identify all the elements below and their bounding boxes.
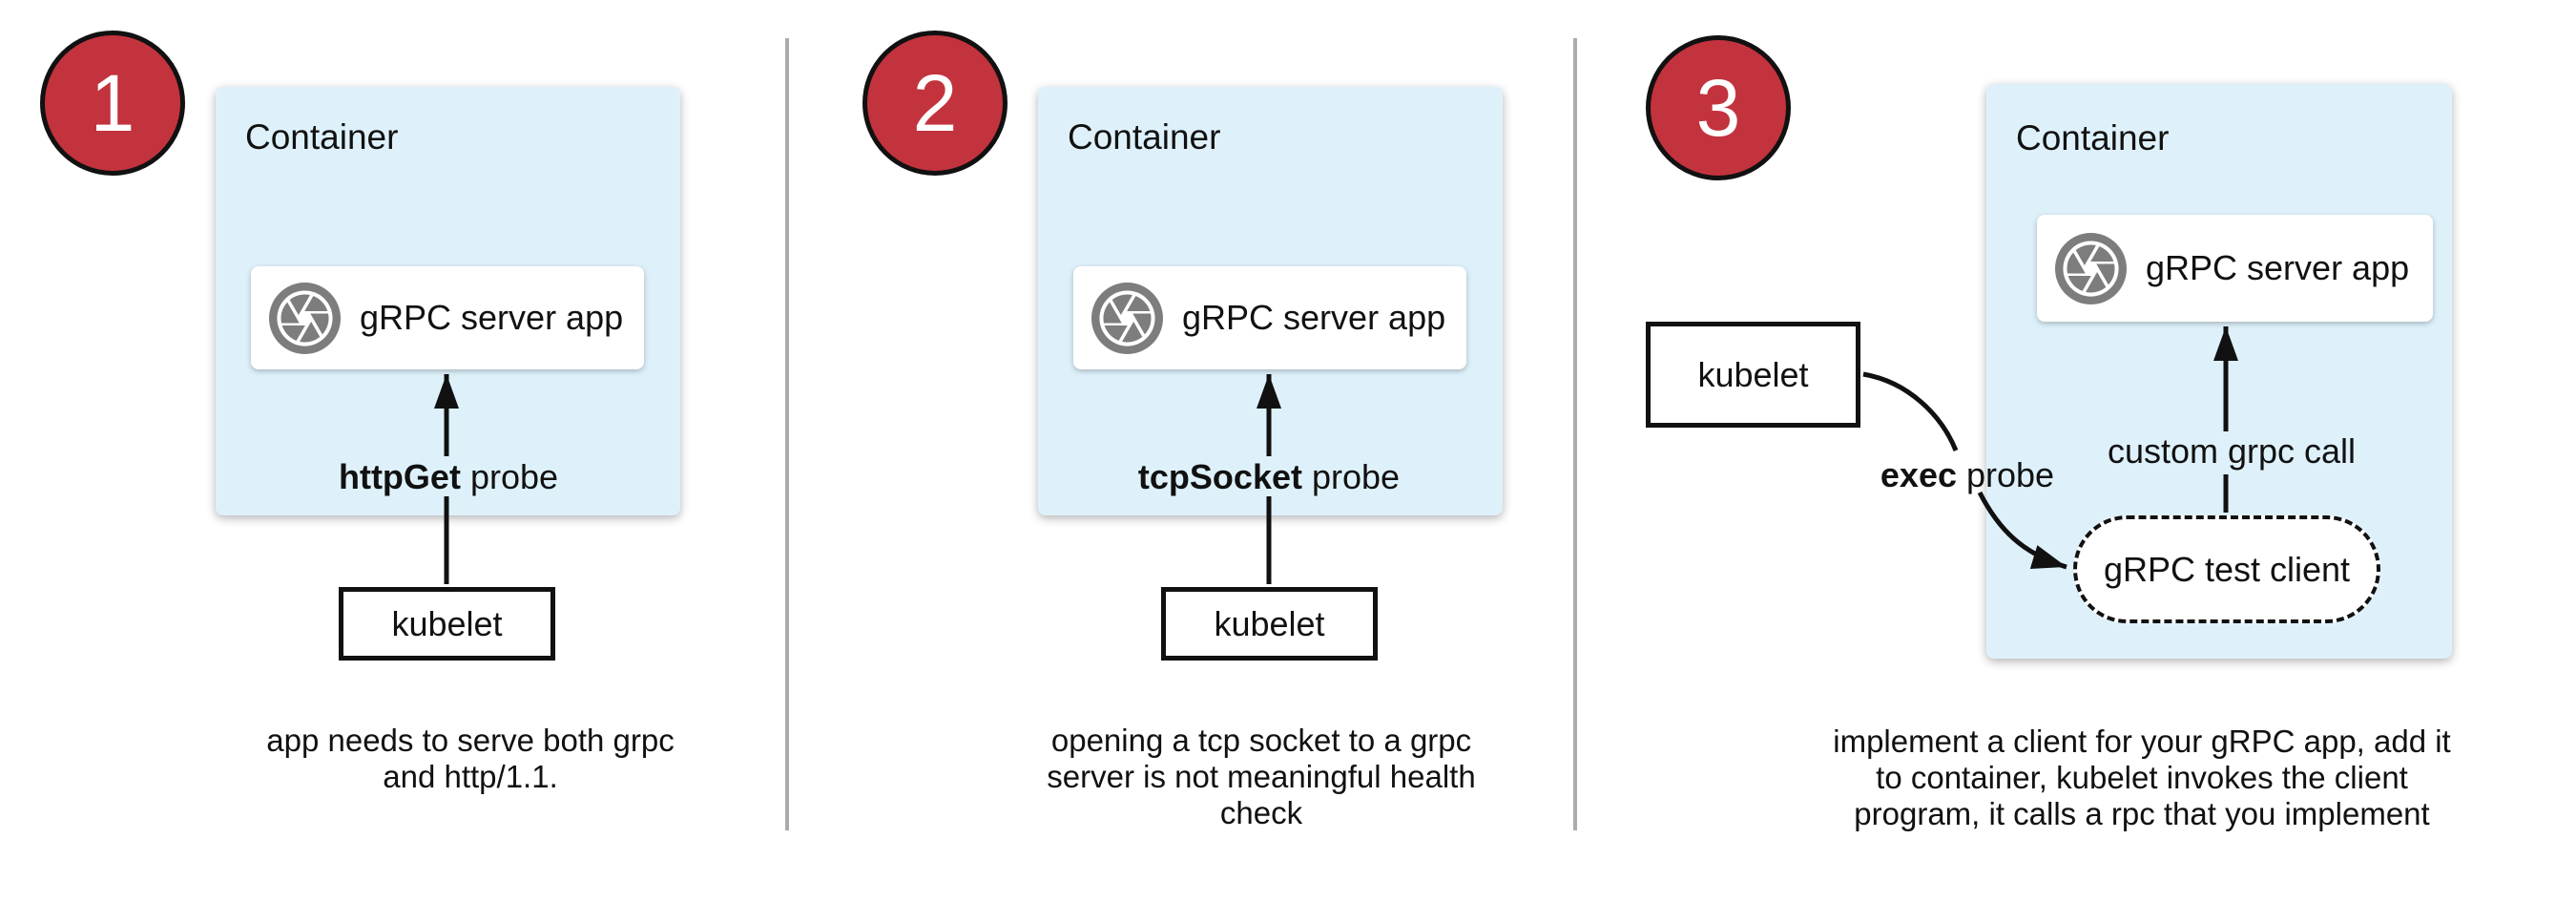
kubelet-box-1: kubelet — [339, 587, 555, 661]
caption-1: app needs to serve both grpc and http/1.… — [266, 723, 675, 794]
container-label-3: Container — [2016, 118, 2170, 157]
probe-word-1: probe — [460, 457, 559, 496]
kubelet-label-3: kubelet — [1697, 354, 1809, 394]
grpc-server-app-label-3: gRPC server app — [2146, 248, 2410, 287]
caption-3: implement a client for your gRPC app, ad… — [1833, 724, 2451, 831]
container-label-2: Container — [1068, 117, 1221, 157]
probe-label-3: exec probe — [1815, 455, 2120, 495]
step-badge-2: 2 — [862, 31, 1008, 176]
exec-probe-curve-upper — [1862, 371, 1959, 451]
grpc-server-app-box-2: gRPC server app — [1073, 266, 1466, 369]
probe-type-2: tcpSocket — [1137, 457, 1302, 496]
kubelet-box-3: kubelet — [1646, 322, 1860, 428]
probe-type-1: httpGet — [338, 457, 461, 496]
caption-2: opening a tcp socket to a grpc server is… — [1047, 723, 1476, 830]
grpc-server-app-label-2: gRPC server app — [1182, 298, 1446, 337]
grpc-server-app-label-1: gRPC server app — [360, 298, 624, 337]
step-badge-1: 1 — [40, 31, 185, 176]
kubelet-box-2: kubelet — [1161, 587, 1378, 661]
grpc-server-app-box-3: gRPC server app — [2037, 215, 2433, 322]
probe-word-3: probe — [1957, 455, 2055, 494]
probe-label-2: tcpSocket probe — [1116, 457, 1422, 497]
panel-divider-2 — [1573, 38, 1577, 830]
grpc-test-client-pill: gRPC test client — [2073, 515, 2380, 623]
probe-type-3: exec — [1880, 455, 1957, 494]
camera-aperture-icon — [1091, 282, 1163, 354]
kubelet-label-1: kubelet — [391, 603, 503, 643]
camera-aperture-icon — [2055, 232, 2127, 304]
custom-grpc-call-label: custom grpc call — [2107, 431, 2357, 471]
container-label-1: Container — [245, 117, 399, 157]
probe-word-2: probe — [1301, 457, 1401, 496]
step-number-2: 2 — [912, 57, 958, 148]
probe-label-1: httpGet probe — [296, 457, 601, 497]
camera-aperture-icon — [269, 282, 341, 354]
step-number-3: 3 — [1695, 62, 1741, 153]
step-number-1: 1 — [90, 57, 135, 148]
grpc-test-client-label: gRPC test client — [2103, 549, 2351, 589]
step-badge-3: 3 — [1646, 35, 1791, 180]
kubelet-label-2: kubelet — [1214, 603, 1325, 643]
panel-divider-1 — [785, 38, 789, 830]
grpc-server-app-box-1: gRPC server app — [251, 266, 644, 369]
